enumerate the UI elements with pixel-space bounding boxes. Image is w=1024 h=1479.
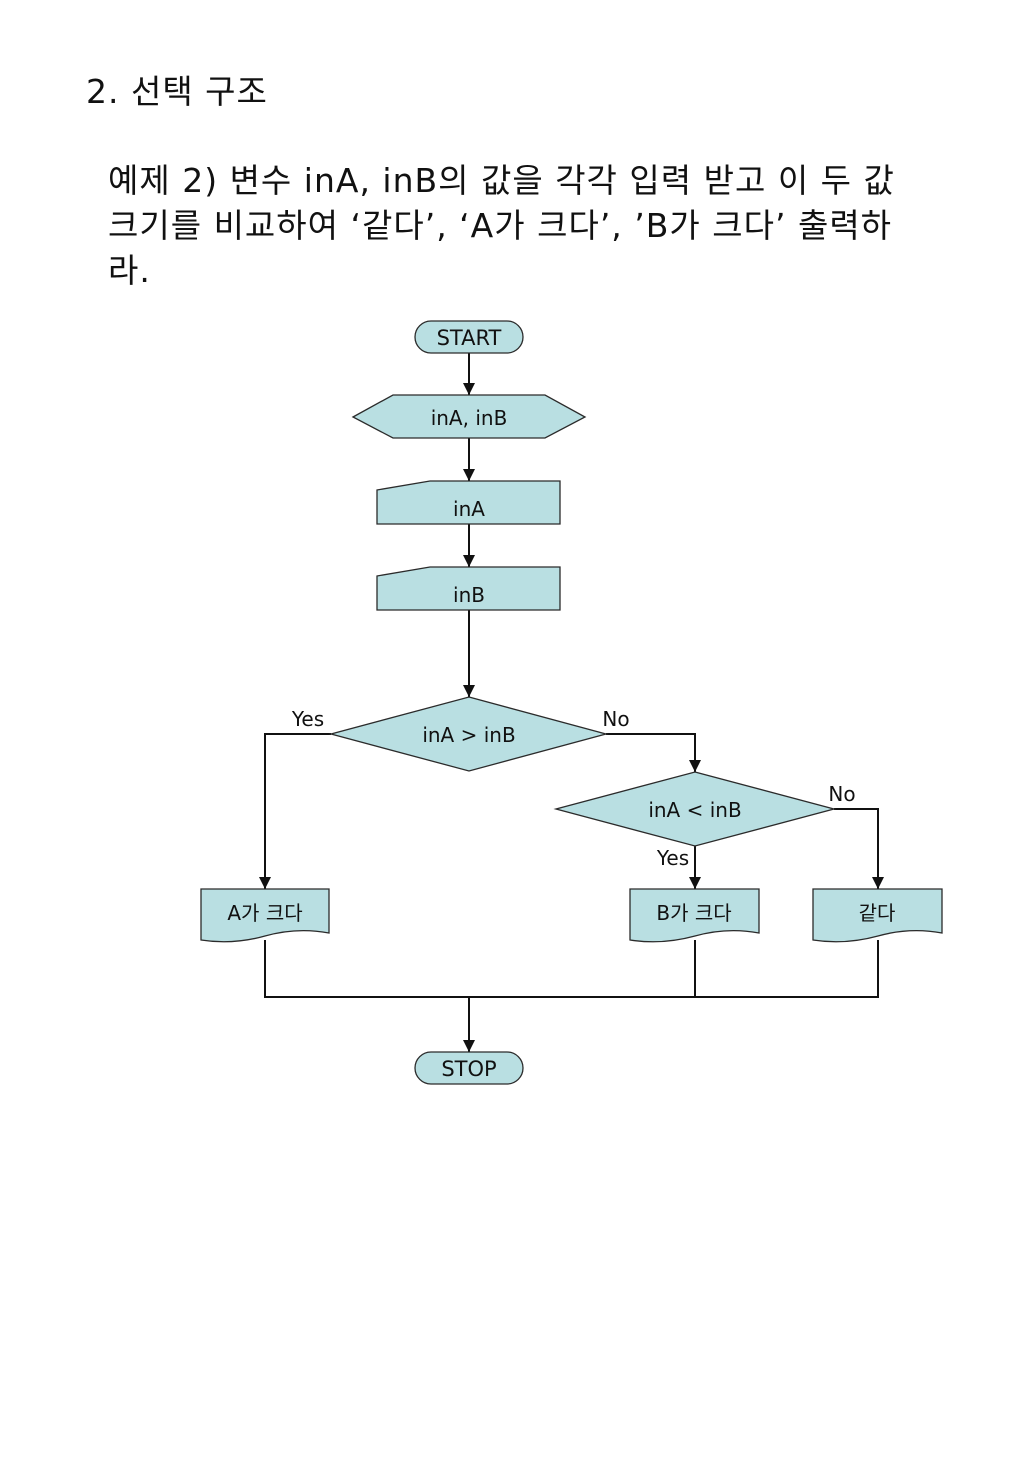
section-title: 2. 선택 구조: [86, 72, 268, 111]
input-a-label: inA: [453, 497, 485, 521]
decision-2-yes-label: Yes: [656, 846, 689, 870]
decision-1-yes-label: Yes: [291, 707, 324, 731]
declare-label: inA, inB: [431, 406, 508, 430]
start-label: START: [437, 326, 502, 350]
declare-step: inA, inB: [351, 394, 587, 439]
arrow-decision1-yes: [259, 733, 331, 889]
problem-line-3: 라.: [108, 251, 151, 290]
input-a-step: inA: [376, 480, 561, 525]
input-b-step: inB: [376, 566, 561, 611]
decision-1-label: inA > inB: [422, 723, 515, 747]
start-terminator: START: [414, 320, 524, 354]
connectors: [259, 353, 884, 1052]
stop-terminator: STOP: [414, 1051, 524, 1085]
decision-1-no-label: No: [602, 707, 629, 731]
output-equal: 같다: [812, 888, 943, 943]
problem-line-1: 예제 2) 변수 inA, inB의 값을 각각 입력 받고 이 두 값: [108, 161, 895, 200]
decision-2-label: inA < inB: [648, 798, 741, 822]
problem-statement: 예제 2) 변수 inA, inB의 값을 각각 입력 받고 이 두 값 크기를…: [108, 158, 938, 293]
problem-line-2: 크기를 비교하여 ‘같다’, ‘A가 크다’, ’B가 크다’ 출력하: [108, 206, 893, 245]
output-b-label: B가 크다: [656, 901, 731, 925]
output-a-greater: A가 크다: [200, 888, 330, 943]
output-b-greater: B가 크다: [629, 888, 760, 943]
stop-label: STOP: [441, 1057, 496, 1081]
decision-2: inA < inB: [553, 771, 837, 847]
arrow-decision2-no: [834, 808, 884, 889]
arrow-decision1-no: [606, 733, 701, 772]
decision-2-no-label: No: [828, 782, 855, 806]
output-a-label: A가 크다: [227, 901, 302, 925]
decision-1: inA > inB: [328, 696, 609, 772]
output-equal-label: 같다: [859, 901, 896, 925]
input-b-label: inB: [453, 583, 485, 607]
merge-line: [264, 940, 879, 998]
